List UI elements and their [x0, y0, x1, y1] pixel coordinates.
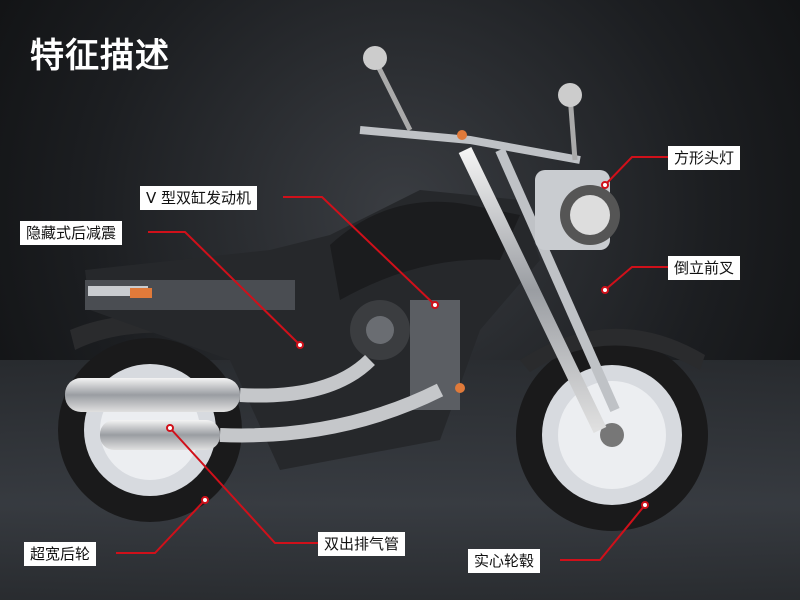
label-rear-wheel: 超宽后轮 [24, 542, 97, 566]
label-rear-shock: 隐藏式后减震 [20, 221, 123, 245]
label-wheel-hub: 实心轮毂 [468, 549, 541, 573]
page-title: 特征描述 [30, 36, 170, 76]
label-headlight: 方形头灯 [668, 146, 741, 170]
label-engine: V 型双缸发动机 [140, 186, 258, 210]
label-exhaust: 双出排气管 [318, 532, 406, 556]
front-wheel [516, 339, 708, 531]
label-front-fork: 倒立前叉 [668, 256, 741, 280]
leader-lines [116, 156, 668, 561]
